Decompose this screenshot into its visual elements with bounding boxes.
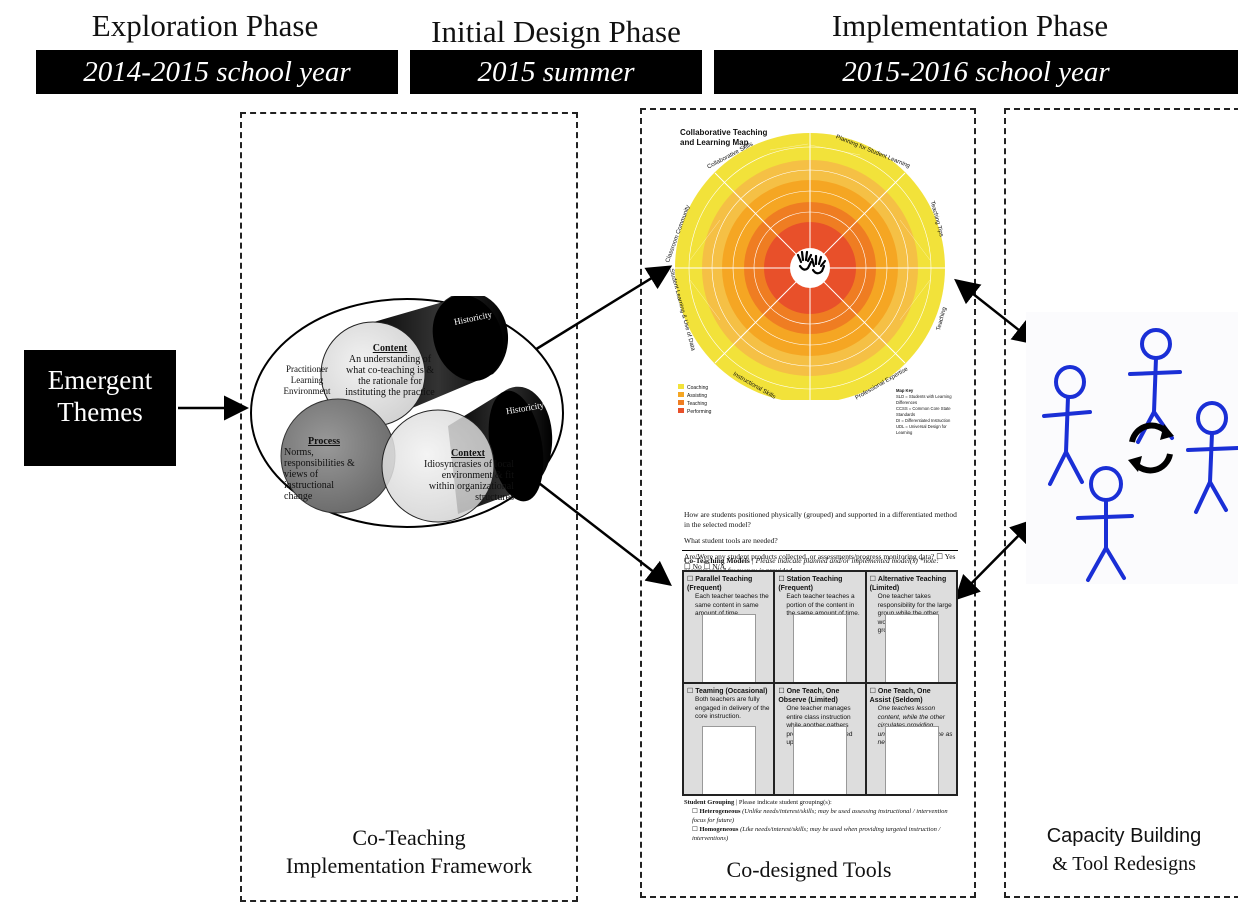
content-label: Content An understanding of what co-teac… (340, 343, 440, 398)
emergent-themes-line1: Emergent (47, 365, 153, 395)
map-key-line: SLD = Students with Learning Differences (896, 394, 952, 405)
map-legend: Coaching Assisting Teaching Performing (678, 384, 738, 416)
map-legend-item: Performing (678, 408, 738, 416)
context-text: Idiosyncrasies of local environment & fi… (424, 459, 514, 503)
classroom-layout-icon (884, 614, 939, 682)
phase-period-initial-design: 2015 summer (410, 50, 702, 94)
framework-caption: Co-Teaching Implementation Framework (244, 824, 574, 880)
emergent-themes-box: Emergent Themes (24, 350, 176, 466)
emergent-themes-line2: Themes (57, 397, 143, 427)
question-1: How are students positioned physically (… (684, 510, 957, 529)
models-heading: Co-Teaching Models (684, 556, 750, 565)
arrow-framework-to-map (524, 265, 673, 358)
map-legend-item: Assisting (678, 392, 738, 400)
map-legend-item: Coaching (678, 384, 738, 392)
phase-period-implementation: 2015-2016 school year (714, 50, 1238, 94)
map-title-line2: and Learning Map (680, 138, 749, 147)
framework-diagram (250, 296, 564, 528)
checkbox-icon[interactable]: ☐ (778, 576, 785, 583)
map-key: Map Key SLD = Students with Learning Dif… (896, 388, 958, 436)
model-cell-parallel[interactable]: ☐ Parallel Teaching (Frequent) Each teac… (684, 572, 774, 682)
checkbox-icon[interactable]: ☐ (869, 576, 876, 583)
map-key-line: DI = Differentiated Instruction (896, 418, 951, 423)
phase-title-initial-design: Initial Design Phase (431, 14, 681, 49)
tool-questions: How are students positioned physically (… (684, 510, 958, 572)
model-title: Station Teaching (Frequent) (778, 576, 843, 592)
content-title: Content (372, 343, 408, 354)
content-text: An understanding of what co-teaching is … (345, 354, 435, 398)
stick-figure-4 (1076, 466, 1134, 582)
student-grouping: Student Grouping | Please indicate stude… (684, 798, 960, 843)
capacity-caption: Capacity Building & Tool Redesigns (1008, 822, 1238, 878)
question-3: Are/Were any student products collected,… (684, 552, 956, 571)
model-cell-one-teach-observe[interactable]: ☐ One Teach, One Observe (Limited) One t… (775, 684, 865, 794)
stick-figures (1026, 312, 1238, 584)
model-desc: Both teachers are fully engaged in deliv… (695, 696, 770, 720)
model-title: Teaming (Occasional) (695, 688, 768, 695)
tools-caption: Co-designed Tools (726, 857, 892, 882)
framework-caption-line2: Implementation Framework (285, 853, 533, 878)
map-key-line: CCSS = Common Core State Standards (896, 406, 951, 417)
stick-figure-2 (1128, 328, 1182, 444)
classroom-layout-icon (793, 726, 848, 794)
hands-icon (796, 250, 827, 275)
classroom-layout-icon (884, 726, 939, 794)
tools-panel (640, 108, 976, 898)
checkbox-icon[interactable]: ☐ (687, 688, 694, 695)
section-divider (682, 550, 958, 551)
model-cell-one-teach-assist[interactable]: ☐ One Teach, One Assist (Seldom) One tea… (866, 684, 956, 794)
environment-label-3: Environment (283, 386, 331, 396)
model-title: One Teach, One Observe (Limited) (778, 688, 840, 704)
question-2: What student tools are needed? (684, 536, 778, 545)
map-key-line: UDL = Universal Design for Learning (896, 424, 947, 435)
map-title-line1: Collaborative Teaching (680, 128, 768, 137)
arrow-models-capacity (954, 518, 1036, 601)
capacity-panel (1004, 108, 1238, 898)
co-teaching-models-grid: ☐ Parallel Teaching (Frequent) Each teac… (682, 570, 958, 796)
classroom-layout-icon (702, 614, 756, 682)
model-title: One Teach, One Assist (Seldom) (869, 688, 931, 704)
stick-figure-1 (1042, 365, 1092, 486)
classroom-layout-icon (702, 726, 756, 794)
framework-caption-line1: Co-Teaching (352, 825, 466, 850)
context-title: Context (451, 448, 485, 459)
phase-title-exploration: Exploration Phase (91, 8, 319, 43)
phase-title-implementation: Implementation Phase (831, 8, 1109, 43)
arrow-framework-to-models (534, 479, 672, 587)
process-label: Process Norms, responsibilities & views … (284, 436, 364, 502)
grouping-option-heterogeneous[interactable]: ☐ Heterogeneous (Unlike needs/interest/s… (692, 808, 948, 824)
environment-label-2: Learning (290, 375, 324, 385)
model-cell-station[interactable]: ☐ Station Teaching (Frequent) Each teach… (775, 572, 865, 682)
capacity-caption-line2: & Tool Redesigns (1052, 853, 1196, 875)
context-face (381, 409, 495, 523)
refresh-cycle-icon (1128, 422, 1174, 474)
map-key-title: Map Key (896, 388, 914, 393)
stick-figure-3 (1186, 401, 1238, 514)
model-desc: Each teacher teaches a portion of the co… (786, 593, 860, 617)
checkbox-icon[interactable]: ☐ (687, 576, 694, 583)
model-cell-teaming[interactable]: ☐ Teaming (Occasional) Both teachers are… (684, 684, 774, 794)
context-label: Context Idiosyncrasies of local environm… (422, 448, 514, 503)
map-legend-item: Teaching (678, 400, 738, 408)
capacity-caption-line1: Capacity Building (1046, 825, 1202, 847)
grouping-instruction: | Please indicate student grouping(s): (735, 799, 832, 806)
classroom-layout-icon (793, 614, 848, 682)
model-title: Parallel Teaching (Frequent) (687, 576, 753, 592)
environment-label: Practitioner Learning Environment (272, 364, 342, 397)
model-desc: Each teacher teaches the same content in… (695, 593, 769, 617)
checkbox-icon[interactable]: ☐ (778, 688, 785, 695)
collaborative-map (675, 133, 945, 400)
environment-label-1: Practitioner (286, 364, 328, 374)
process-title: Process (307, 436, 341, 447)
arrow-map-capacity (954, 278, 1038, 346)
model-title: Alternative Teaching (Limited) (869, 576, 947, 592)
grouping-option-homogeneous[interactable]: ☐ Homogeneous (Like needs/interest/skill… (692, 826, 941, 842)
process-text: Norms, responsibilities & views of instr… (284, 447, 355, 502)
map-title: Collaborative Teaching and Learning Map (680, 128, 820, 148)
checkbox-icon[interactable]: ☐ (869, 688, 876, 695)
model-cell-alternative[interactable]: ☐ Alternative Teaching (Limited) One tea… (866, 572, 956, 682)
grouping-heading: Student Grouping (684, 799, 735, 806)
phase-period-exploration: 2014-2015 school year (36, 50, 398, 94)
